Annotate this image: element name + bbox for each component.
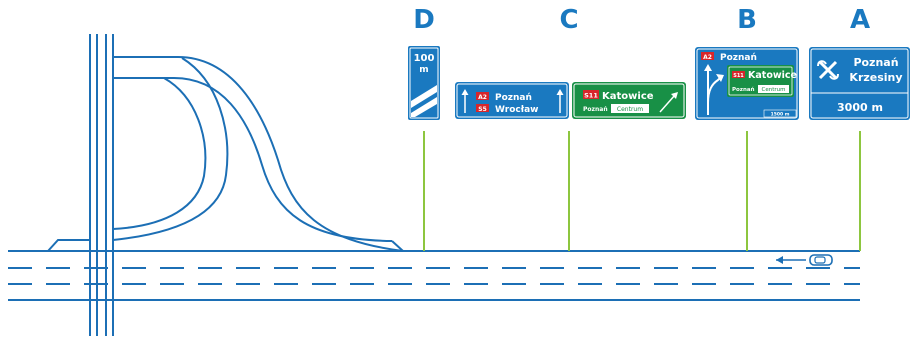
sign-b-arrow-branch-icon	[707, 77, 721, 104]
sign-c-right-arrowhead	[671, 92, 678, 99]
sign-b-border	[696, 48, 798, 119]
sign-c-right-sub: Poznań	[583, 106, 608, 113]
left-ramp	[47, 239, 90, 252]
car-window	[814, 256, 826, 264]
sign-b-panel-sub-tag-bg	[758, 85, 789, 93]
sign-b-panel-border	[728, 66, 793, 96]
road-network	[8, 34, 860, 336]
sign-b-distance: 1500 m	[771, 112, 790, 118]
interchange-icon	[817, 60, 839, 80]
sign-c-right: S11 Katowice Poznań Centrum	[572, 82, 686, 119]
sign-c-left-city2: Wrocław	[495, 105, 538, 115]
sign-a-distance: 3000 m	[837, 101, 883, 114]
sign-a-border	[810, 48, 909, 119]
sign-d-border	[409, 47, 439, 119]
sign-c-right-badge	[583, 90, 599, 99]
sign-b-panel-sub-tag: Centrum	[762, 87, 786, 93]
sign-b-arrowhead-branch	[716, 74, 724, 82]
sign-d-stripe-2	[411, 97, 437, 117]
sign-b-route: A2	[703, 54, 712, 61]
vehicle	[776, 254, 833, 266]
sign-c-right-route: S11	[584, 92, 598, 100]
sign-d-unit: m	[419, 65, 428, 75]
sign-c-right-border	[573, 83, 685, 118]
sign-c-right-sub-tag-bg	[611, 104, 649, 113]
sign-a: Poznań Krzesiny 3000 m	[809, 47, 910, 120]
loop-inner	[112, 77, 207, 230]
sign-b-panel-route: S11	[733, 73, 744, 79]
sign-b-arrowhead-straight	[704, 64, 712, 71]
sign-b-panel-badge	[732, 71, 745, 78]
sign-c-left-city1: Poznań	[495, 93, 532, 103]
sign-d-value: 100	[414, 53, 435, 64]
sign-c-left-route2: S5	[478, 106, 487, 113]
sign-d-stripe-1	[411, 85, 437, 108]
sign-c-left-arrowhead-r	[556, 89, 564, 95]
sign-b-panel-sub: Poznań	[732, 86, 755, 93]
ramp-second	[113, 77, 393, 242]
marker-d: D	[413, 5, 435, 35]
sign-b-distance-plate	[763, 109, 797, 118]
sign-a-line1: Poznań	[853, 56, 898, 69]
marker-c: C	[559, 5, 578, 35]
marker-b: B	[737, 5, 757, 35]
sign-posts	[423, 131, 861, 251]
marker-a: A	[850, 5, 870, 35]
sign-b-panel-city: Katowice	[748, 70, 797, 81]
sign-c-right-board	[572, 82, 686, 119]
car-icon	[809, 254, 833, 266]
sign-c-left-route1: A2	[478, 94, 487, 101]
sign-a-line2: Krzesiny	[849, 71, 902, 84]
sign-c-left-border	[456, 83, 568, 118]
sign-c-right-arrow-icon	[659, 94, 676, 113]
sign-c-left-arrowhead-l	[461, 89, 469, 95]
sign-d: 100 m	[408, 46, 440, 120]
sign-c-right-sub-tag: Centrum	[617, 106, 643, 113]
sign-c-right-city: Katowice	[602, 91, 654, 102]
sign-c-left-badge-1	[476, 92, 489, 100]
sign-c-left: A2 Poznań S5 Wrocław	[455, 82, 569, 119]
sign-b-badge	[701, 52, 714, 60]
loop-outer	[112, 57, 229, 241]
sign-b: A2 Poznań S11 Katowice Poznań Centrum 15…	[695, 47, 799, 120]
offramp-taper	[391, 240, 404, 252]
sign-b-city: Poznań	[720, 53, 757, 63]
sign-c-left-badge-2	[476, 104, 489, 112]
direction-arrow-icon	[776, 256, 783, 264]
